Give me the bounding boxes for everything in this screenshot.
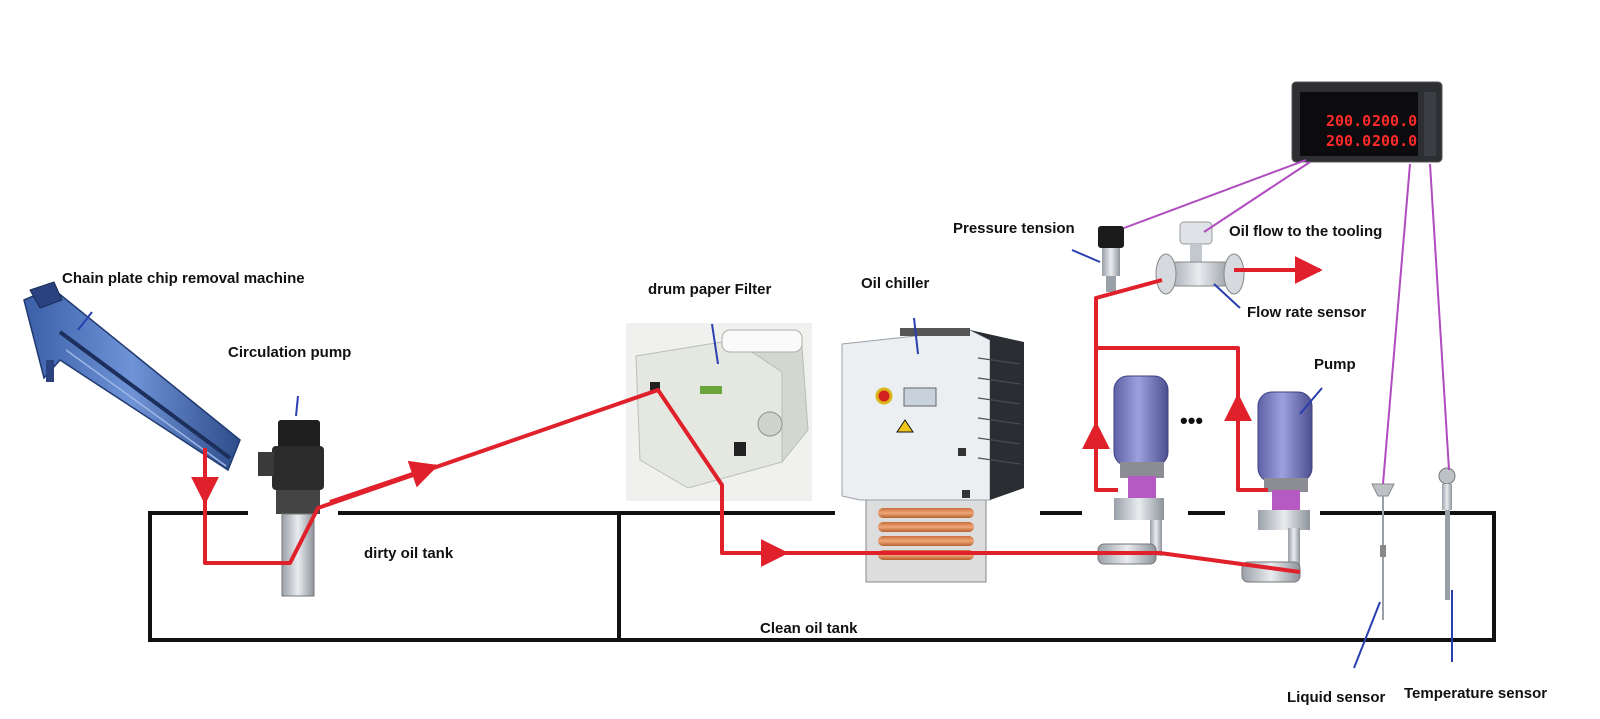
label-dirty-tank: dirty oil tank	[364, 545, 454, 562]
display-row2-b: 200.0	[1372, 132, 1417, 150]
leader-lines	[77, 249, 1453, 669]
label-chain-conveyor: Chain plate chip removal machine	[62, 270, 305, 287]
label-flow-sensor: Flow rate sensor	[1247, 304, 1366, 321]
label-oil-chiller: Oil chiller	[861, 275, 930, 292]
tank-outline	[148, 511, 1496, 642]
pump-1	[1097, 375, 1169, 565]
label-liquid-sensor: Liquid sensor	[1287, 689, 1386, 706]
display-row2-a: 200.0	[1326, 132, 1371, 150]
flow-meter	[1155, 221, 1245, 295]
liquid-level-sensor	[1371, 483, 1395, 620]
label-temp-sensor: Temperature sensor	[1404, 685, 1547, 702]
signal-lines	[1123, 159, 1450, 485]
label-circulation-pump: Circulation pump	[228, 344, 351, 361]
pump-ellipsis: •••	[1180, 408, 1203, 433]
label-oil-flow: Oil flow to the tooling	[1229, 223, 1382, 240]
display-row1-a: 200.0	[1326, 112, 1371, 130]
digital-display: 200.0 200.0 200.0 200.0	[1291, 81, 1443, 163]
chain-conveyor	[23, 281, 241, 472]
label-pressure: Pressure tension	[953, 220, 1075, 237]
label-pump: Pump	[1314, 356, 1356, 373]
drum-paper-filter	[626, 323, 812, 501]
circulation-pump	[258, 420, 324, 597]
oil-chiller	[841, 328, 1024, 583]
pressure-sensor	[1098, 226, 1124, 292]
label-drum-filter: drum paper Filter	[648, 281, 772, 298]
pump-2	[1241, 391, 1313, 583]
temperature-sensor	[1438, 467, 1456, 600]
flow-lines	[191, 256, 1323, 574]
display-row1-b: 200.0	[1372, 112, 1417, 130]
label-clean-tank: Clean oil tank	[760, 620, 858, 637]
